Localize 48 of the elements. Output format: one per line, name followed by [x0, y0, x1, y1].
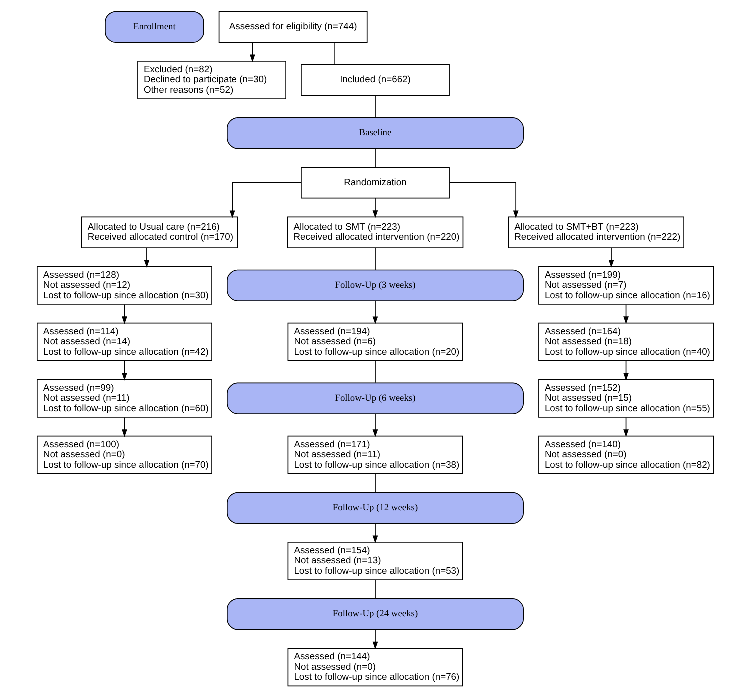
- node-box: Assessed (n=154) Not assessed (n=13) Lost to follow-up since allocation (n=53): [287, 542, 463, 581]
- arrow: [249, 42, 255, 62]
- arrow: [448, 182, 518, 218]
- node-box: Assessed (n=140) Not assessed (n=0) Lost to follow-up since allocation (n=82): [538, 436, 714, 474]
- arrow: [372, 300, 378, 324]
- arrow: [122, 304, 127, 324]
- arrow: [608, 248, 614, 268]
- arrow: [144, 248, 150, 268]
- connector: [374, 360, 376, 384]
- node-box: Assessed (n=199) Not assessed (n=7) Lost to follow-up since allocation (n=16): [538, 266, 714, 305]
- node-box: Assessed (n=144) Not assessed (n=0) Lost to follow-up since allocation (n=76): [287, 648, 463, 687]
- arrow: [372, 414, 378, 438]
- node-box: Assessed (n=99) Not assessed (n=11) Lost to follow-up since allocation (n=60): [36, 379, 212, 418]
- arrow: [372, 198, 378, 218]
- connector: [374, 148, 376, 168]
- node-box: Included (n=662): [300, 64, 450, 96]
- node-box: Allocated to Usual care (n=216) Received allocated control (n=170): [81, 216, 238, 248]
- connector: [333, 42, 334, 65]
- node-box: Assessed (n=114) Not assessed (n=14) Lost to follow-up since allocation (n=42): [36, 322, 212, 362]
- node-box: Allocated to SMT (n=223) Received allocated intervention (n=220): [286, 216, 464, 248]
- node-box: Follow-Up (6 weeks): [226, 382, 524, 414]
- node-box: Assessed (n=164) Not assessed (n=18) Lost to follow-up since allocation (n=40): [538, 322, 714, 362]
- node-box: Assessed (n=171) Not assessed (n=11) Lost to follow-up since allocation (n=38): [287, 436, 463, 474]
- arrow: [372, 523, 378, 544]
- arrow: [122, 417, 127, 438]
- node-box: Follow-Up (12 weeks): [226, 492, 524, 524]
- connector: [374, 580, 376, 600]
- node-box: Assessed (n=152) Not assessed (n=15) Lost to follow-up since allocation (n=55): [538, 379, 714, 418]
- node-box: Allocated to SMT+BT (n=223) Received allocated intervention (n=222): [508, 216, 684, 248]
- arrow: [229, 182, 302, 218]
- arrow: [372, 630, 378, 650]
- node-box: Assessed (n=128) Not assessed (n=12) Lost to follow-up since allocation (n=30): [36, 266, 212, 305]
- node-box: Assessed for eligibility (n=744): [218, 11, 368, 44]
- connector: [374, 95, 376, 118]
- node-box: Baseline: [226, 117, 524, 150]
- node-box: Enrollment: [104, 11, 204, 44]
- node-box: Assessed (n=100) Not assessed (n=0) Lost to follow-up since allocation (n=70): [36, 436, 212, 474]
- arrow: [623, 304, 628, 324]
- node-box: Follow-Up (24 weeks): [226, 598, 524, 630]
- node-box: Assessed (n=194) Not assessed (n=6) Lost to follow-up since allocation (n=20): [287, 322, 463, 362]
- node-box: Follow-Up (3 weeks): [226, 270, 524, 302]
- node-box: Randomization: [300, 167, 450, 199]
- connector: [374, 248, 376, 270]
- arrow: [623, 360, 628, 381]
- connector: [374, 474, 376, 493]
- arrow: [122, 360, 127, 381]
- node-box: Excluded (n=82) Declined to participate (n=30) Other reasons (n=52): [137, 61, 286, 100]
- arrow: [623, 417, 628, 438]
